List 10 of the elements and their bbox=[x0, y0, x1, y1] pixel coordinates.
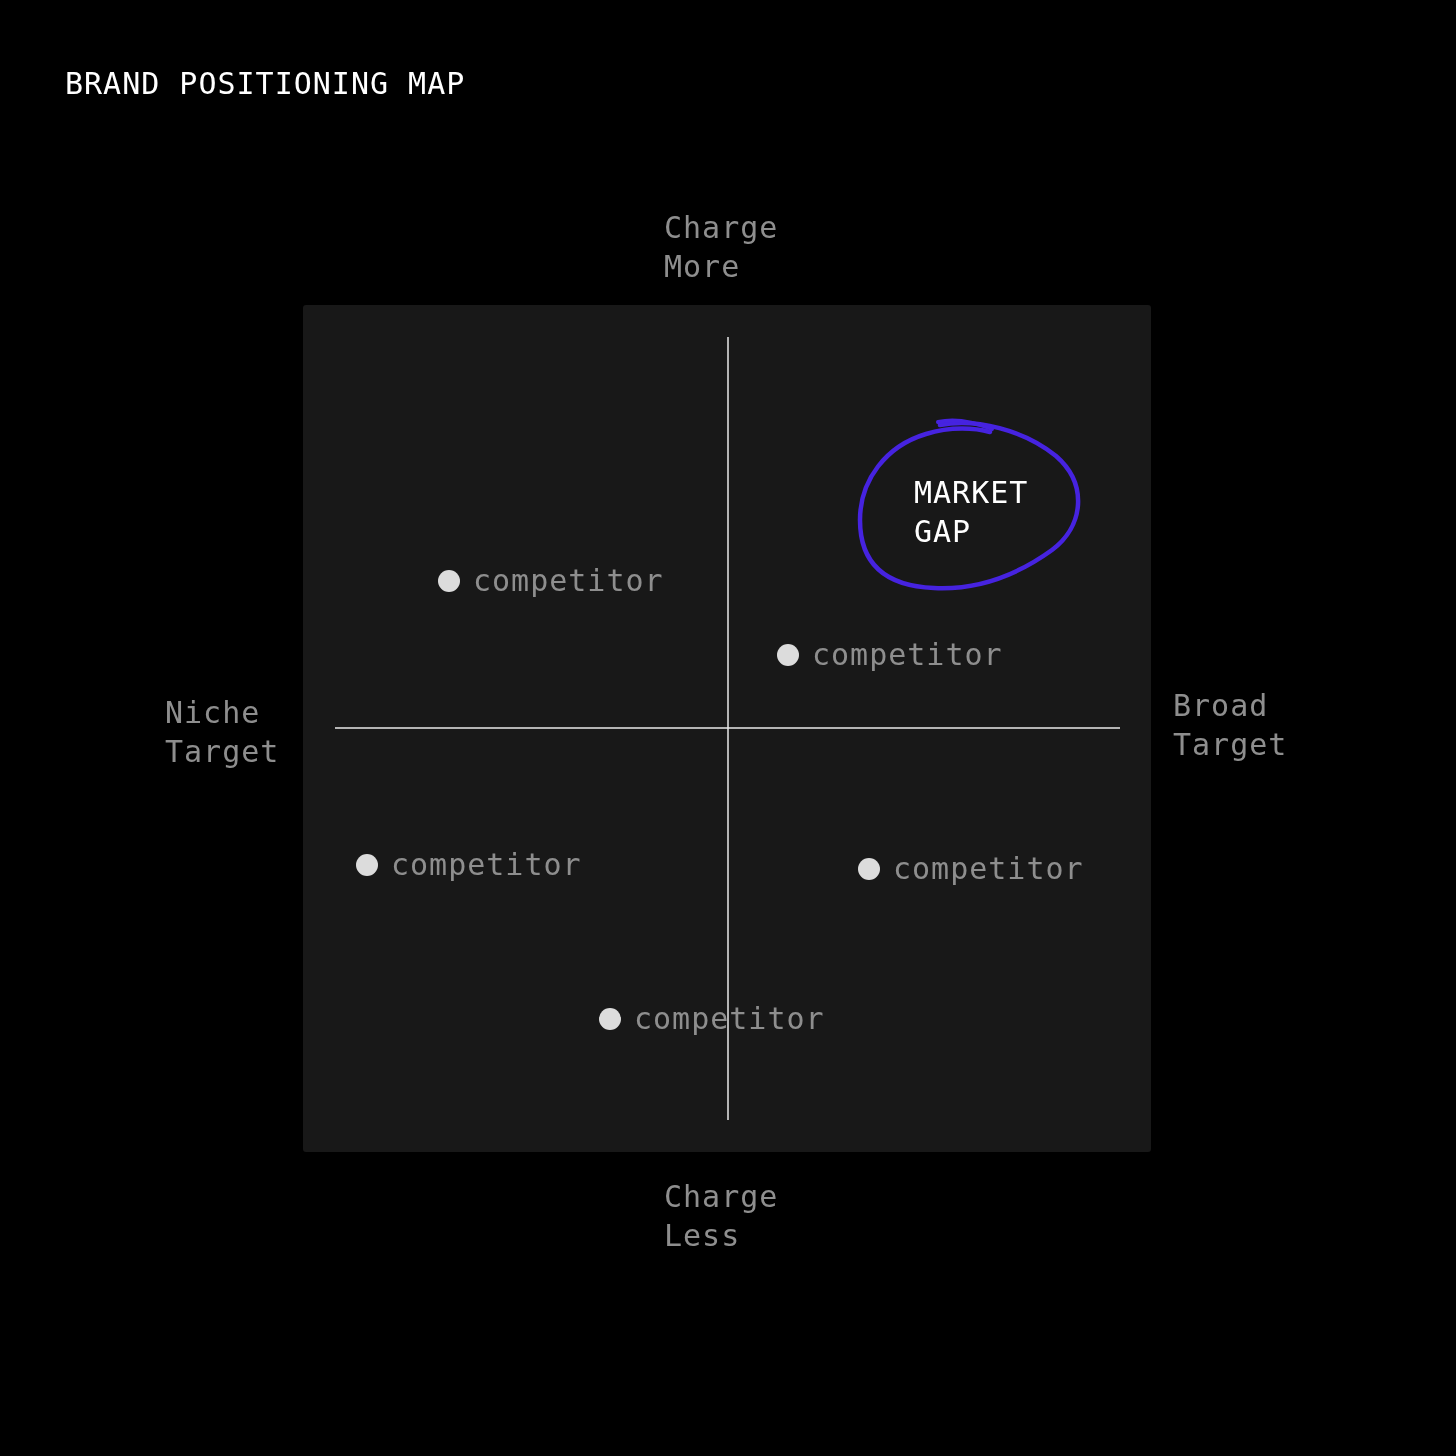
highlight-label: MARKET GAP bbox=[914, 474, 1029, 551]
point-label: competitor bbox=[473, 563, 664, 599]
axis-label: Charge Less bbox=[664, 1178, 779, 1255]
point-label: competitor bbox=[391, 847, 582, 883]
point-label: competitor bbox=[893, 851, 1084, 887]
chart-title: BRAND POSITIONING MAP bbox=[65, 66, 466, 101]
axis-label: Broad Target bbox=[1173, 687, 1288, 764]
axis-label: Charge More bbox=[664, 209, 779, 286]
point-label: competitor bbox=[812, 637, 1003, 673]
axis-label: Niche Target bbox=[165, 694, 280, 771]
